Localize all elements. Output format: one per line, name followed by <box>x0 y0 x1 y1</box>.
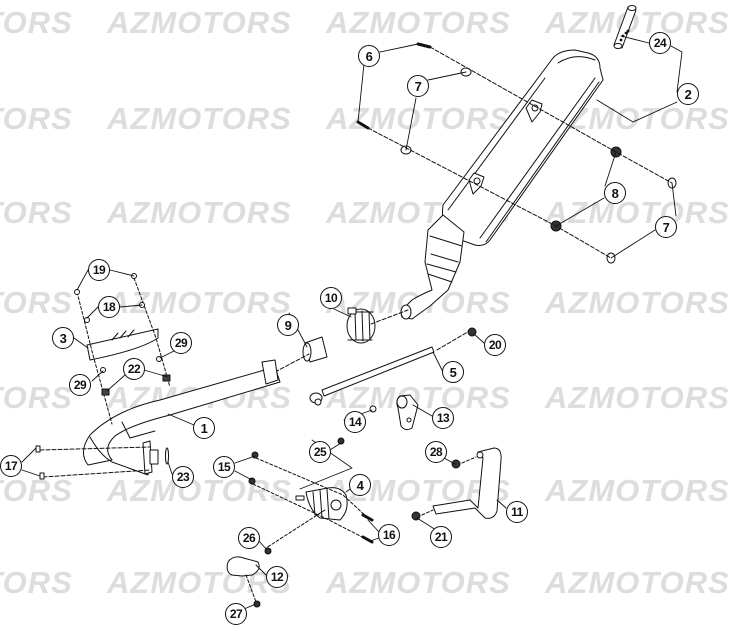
callout-14-nut[interactable]: 14 <box>344 411 366 433</box>
pipe-bracket-part <box>411 447 502 521</box>
callout-9-sleeve[interactable]: 9 <box>277 314 299 336</box>
callout-16-bolt[interactable]: 16 <box>378 524 400 546</box>
callout-23-gasket[interactable]: 23 <box>172 466 194 488</box>
callout-2-silencer[interactable]: 2 <box>677 83 699 105</box>
callout-19-screw[interactable]: 19 <box>88 259 110 281</box>
callout-15-nut[interactable]: 15 <box>213 456 235 478</box>
rod-part <box>309 327 477 406</box>
callout-10-clamp[interactable]: 10 <box>320 287 342 309</box>
callout-20-nut[interactable]: 20 <box>484 334 506 356</box>
callout-7-washer[interactable]: 7 <box>407 75 429 97</box>
callout-18-washer[interactable]: 18 <box>98 296 120 318</box>
callout-21-nut[interactable]: 21 <box>430 526 452 548</box>
callout-22-clip[interactable]: 22 <box>123 358 145 380</box>
clamp-sleeve-parts <box>274 307 409 373</box>
callout-1-header-pipe[interactable]: 1 <box>193 417 215 439</box>
heat-shield-part <box>74 273 171 425</box>
callout-7-washer[interactable]: 7 <box>655 216 677 238</box>
callout-25-nut[interactable]: 25 <box>309 441 331 463</box>
callout-3-heat-shield[interactable]: 3 <box>52 327 74 349</box>
silencer-part <box>400 49 604 320</box>
callout-29-washer[interactable]: 29 <box>69 374 91 396</box>
clamp-bracket-part <box>369 394 419 431</box>
insert-part <box>613 5 637 49</box>
callout-12-bracket[interactable]: 12 <box>266 566 288 588</box>
bracket-part <box>226 547 272 608</box>
callout-4-exhaust-valve-actuator[interactable]: 4 <box>349 474 371 496</box>
callout-26-nut[interactable]: 26 <box>238 527 260 549</box>
callout-13-clamp-bracket[interactable]: 13 <box>432 407 454 429</box>
callout-29-washer[interactable]: 29 <box>170 332 192 354</box>
callout-24-insert[interactable]: 24 <box>649 32 671 54</box>
callout-17-nut[interactable]: 17 <box>0 455 22 477</box>
callout-8-rubber-grommet[interactable]: 8 <box>604 182 626 204</box>
callout-27-nut[interactable]: 27 <box>225 603 247 625</box>
callout-6-bolt[interactable]: 6 <box>358 45 380 67</box>
callout-11-bracket-pipe[interactable]: 11 <box>506 501 528 523</box>
callout-5-rod[interactable]: 5 <box>442 361 464 383</box>
callout-28-nut[interactable]: 28 <box>425 441 447 463</box>
header-pipe-part <box>35 359 281 480</box>
actuator-part <box>248 437 374 549</box>
